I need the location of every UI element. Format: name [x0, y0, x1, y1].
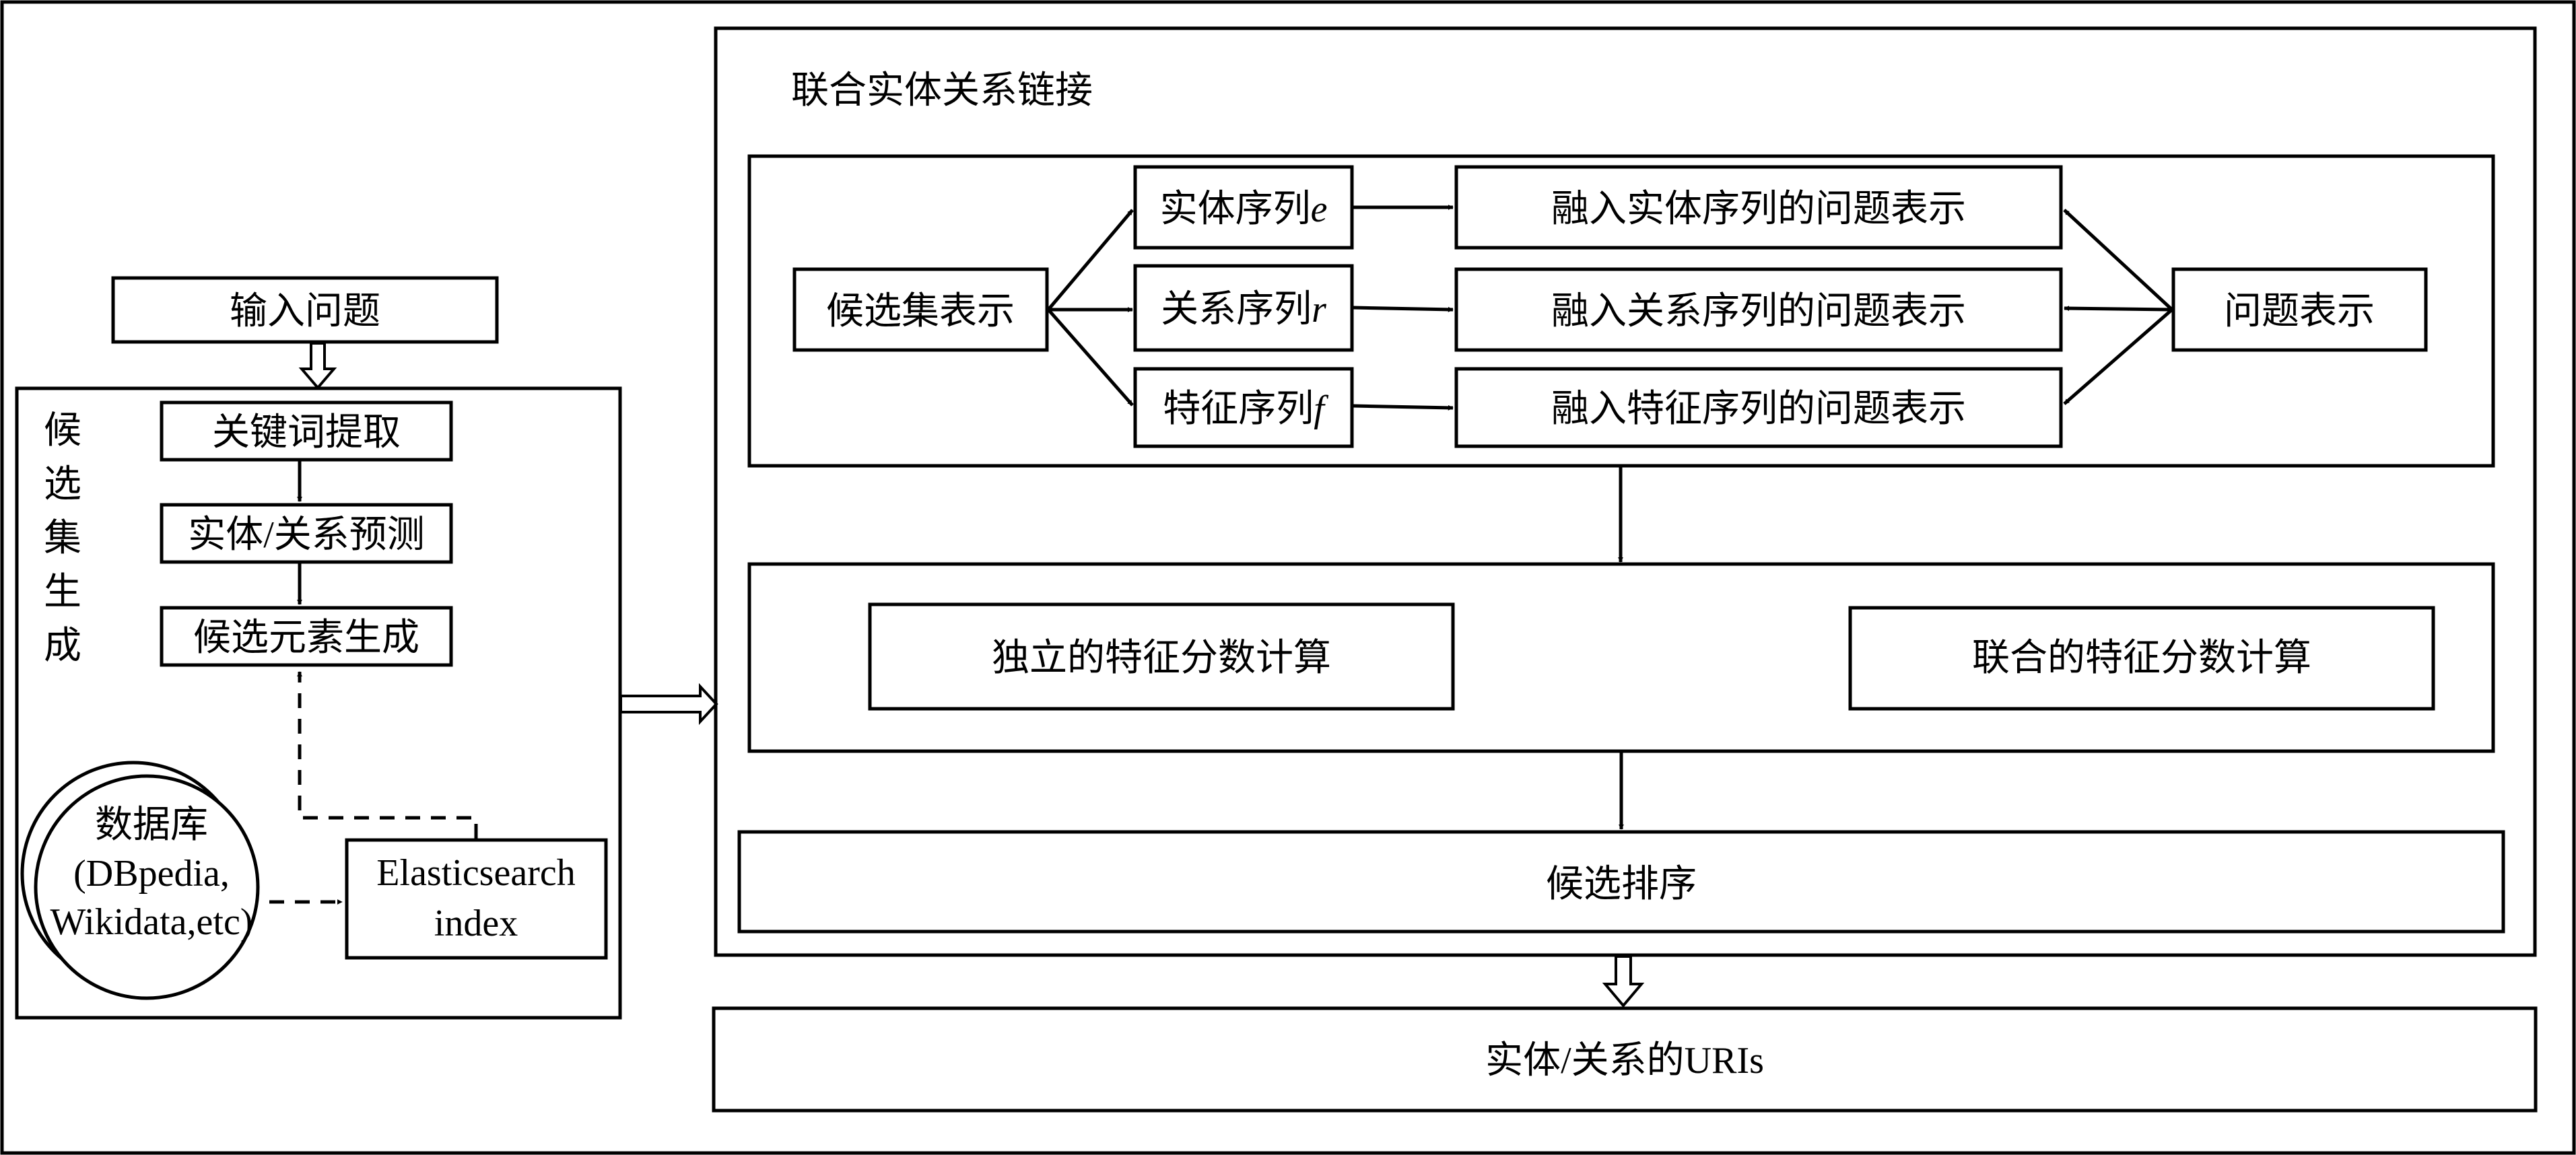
independent-score-box	[868, 602, 1455, 711]
left-to-right-hollow-arrow	[619, 682, 718, 726]
database-icon	[20, 761, 260, 1000]
candidate-ranking-box	[737, 830, 2505, 934]
keyword-extraction-label: 关键词提取	[212, 412, 401, 454]
keyword-extraction-box	[160, 400, 453, 462]
svg-text:选: 选	[44, 464, 81, 505]
database-label-line1: 数据库	[95, 804, 208, 846]
database-label-line3: Wikidata,etc)	[50, 901, 253, 943]
question-repr-box	[2171, 267, 2428, 352]
feature-sequence-label: 特征序列f	[1163, 388, 1329, 430]
feature-to-fused-arrow	[1353, 404, 1454, 411]
entity-sequence-text: 实体序列	[1160, 188, 1311, 230]
fused-relation-label: 融入关系序列的问题表示	[1551, 291, 1966, 332]
scoring-subpanel	[747, 562, 2495, 753]
candidate-element-generation-label: 候选元素生成	[193, 617, 419, 659]
candidate-repr-label: 候选集表示	[826, 291, 1015, 332]
svg-text:集: 集	[44, 518, 81, 559]
feature-sequence-box	[1133, 367, 1354, 448]
representation-subpanel	[747, 154, 2495, 468]
joint-linking-title: 联合实体关系链接	[791, 70, 1093, 112]
question-to-fused-relation-arrow	[2064, 306, 2173, 312]
relation-sequence-label: 关系序列r	[1161, 289, 1326, 330]
joint-score-label: 联合的特征分数计算	[1972, 637, 2311, 679]
fused-feature-box	[1454, 367, 2063, 448]
database-label-line2: (DBpedia,	[73, 853, 230, 895]
fused-entity-label: 融入实体序列的问题表示	[1551, 188, 1966, 230]
fused-entity-box	[1454, 165, 2063, 250]
relation-sequence-var: r	[1312, 289, 1326, 330]
feature-sequence-text: 特征序列	[1163, 388, 1314, 430]
elasticsearch-index-box	[345, 838, 608, 960]
svg-text:候: 候	[44, 410, 81, 452]
svg-text:成: 成	[44, 625, 81, 667]
elasticsearch-index-line2: index	[434, 903, 518, 944]
candidate-generation-title: 候 选 集 生 成	[44, 410, 81, 667]
output-uris-label: 实体/关系的URIs	[1485, 1040, 1764, 1082]
input-question-label: 输入问题	[230, 291, 380, 332]
entity-sequence-label: 实体序列e	[1160, 188, 1328, 230]
question-to-fused-feature-arrow	[2063, 308, 2173, 405]
fused-relation-box	[1454, 267, 2063, 352]
independent-score-label: 独立的特征分数计算	[992, 637, 1331, 679]
relation-sequence-box	[1133, 264, 1354, 352]
input-question-box	[111, 276, 499, 344]
entity-relation-prediction-box	[160, 503, 453, 564]
input-to-panel-arrow	[298, 342, 337, 390]
elasticsearch-index-line1: Elasticsearch	[376, 852, 575, 894]
svg-text:生: 生	[44, 571, 81, 613]
joint-score-box	[1848, 606, 2435, 711]
cand-to-feature-arrow	[1047, 308, 1134, 407]
entity-sequence-box	[1133, 165, 1354, 250]
candidate-ranking-label: 候选排序	[1546, 864, 1697, 905]
relation-to-fused-arrow	[1353, 306, 1454, 312]
entity-relation-prediction-label: 实体/关系预测	[188, 514, 425, 556]
question-to-fused-entity-arrow	[2063, 209, 2173, 311]
cand-to-entity-arrow	[1047, 209, 1134, 311]
ranking-to-output-hollow-arrow	[1602, 955, 1645, 1008]
index-to-generation-dashed-arrow	[297, 671, 478, 839]
fused-feature-label: 融入特征序列的问题表示	[1551, 388, 1966, 430]
entity-sequence-var: e	[1311, 188, 1328, 230]
relation-sequence-text: 关系序列	[1161, 289, 1312, 330]
candidate-element-generation-box	[160, 606, 453, 667]
question-repr-label: 问题表示	[2224, 291, 2375, 332]
output-uris-box	[712, 1006, 2538, 1113]
candidate-repr-box	[792, 267, 1049, 352]
